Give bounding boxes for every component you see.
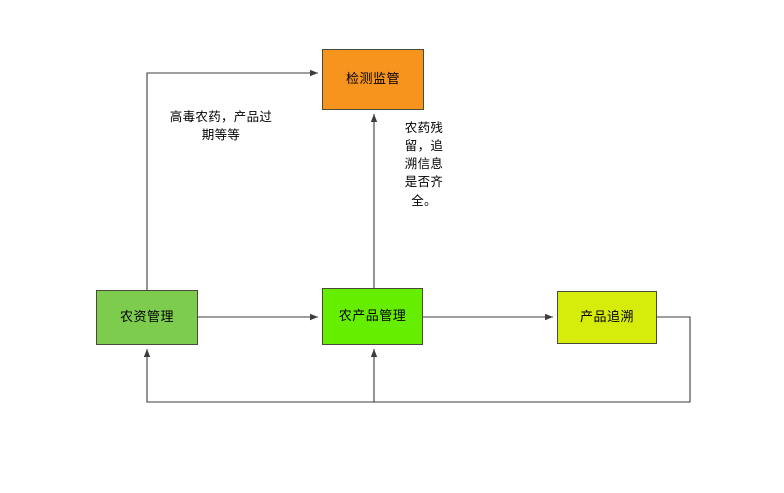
node-agricultural-produce-management[interactable]: 农产品管理 [322,288,423,345]
edge-label-residue-note: 农药残 留，追 溯信息 是否齐 全。 [404,120,444,208]
node-product-traceability[interactable]: 产品追溯 [557,291,657,344]
edge-label-pesticide-note: 高毒农药，产品过 期等等 [169,109,273,143]
node-agricultural-inputs-management[interactable]: 农资管理 [96,290,198,345]
edge-inputs-to-inspection [146,69,318,290]
node-inspection-supervision[interactable]: 检测监管 [322,49,424,110]
edge-trace-to-produce-feedback [370,316,691,403]
edge-trace-to-inputs-feedback [143,349,374,403]
